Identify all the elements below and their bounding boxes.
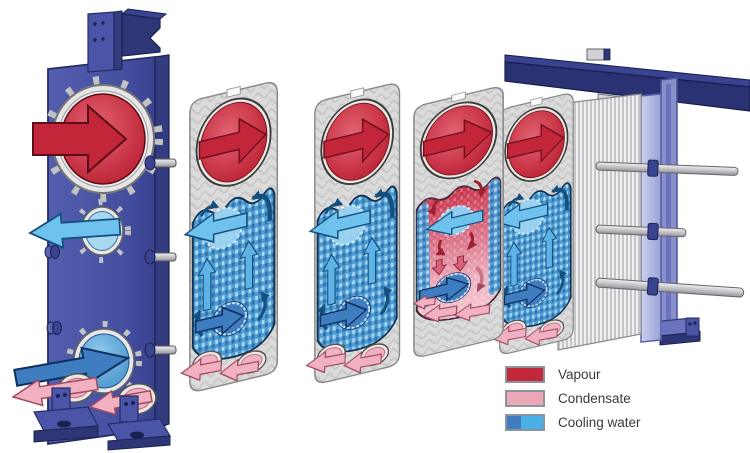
top-bracket [87,8,168,73]
carrying-bar [504,48,750,112]
carrying-bar-cap [586,48,605,61]
cooling-water-plate-3 [492,90,573,358]
vapour-swatch [505,366,545,383]
frame-plate [11,8,177,451]
pressure-plate [640,93,662,343]
tightening-bolt-2 [595,222,687,241]
cooling-water-plate-2 [306,79,399,387]
frame-foot-1 [33,387,99,443]
tightening-bolt-3 [595,277,745,298]
legend-label-vapour: Vapour [558,367,601,382]
legend-label-condensate: Condensate [558,391,631,406]
legend-row-condensate: Condensate [505,390,641,407]
cooling-water-outlet-arrow [28,212,122,250]
frame-edge-bolts [44,155,177,358]
condensing-plate [413,83,503,359]
cooling-water-swatch [505,414,545,431]
legend-row-cooling-water: Cooling water [505,414,641,431]
condensate-swatch [505,390,545,407]
tightening-bolt-1 [595,159,739,177]
vapour-inlet-arrow [32,103,128,175]
legend-row-vapour: Vapour [505,366,641,383]
support-column-foot [651,317,701,346]
legend: Vapour Condensate Cooling water [505,366,641,431]
legend-label-cooling-water: Cooling water [558,415,641,430]
cooling-water-plate-1 [181,78,277,396]
frame-foot-2 [107,395,171,451]
cooling-water-inlet-arrow [13,346,131,387]
